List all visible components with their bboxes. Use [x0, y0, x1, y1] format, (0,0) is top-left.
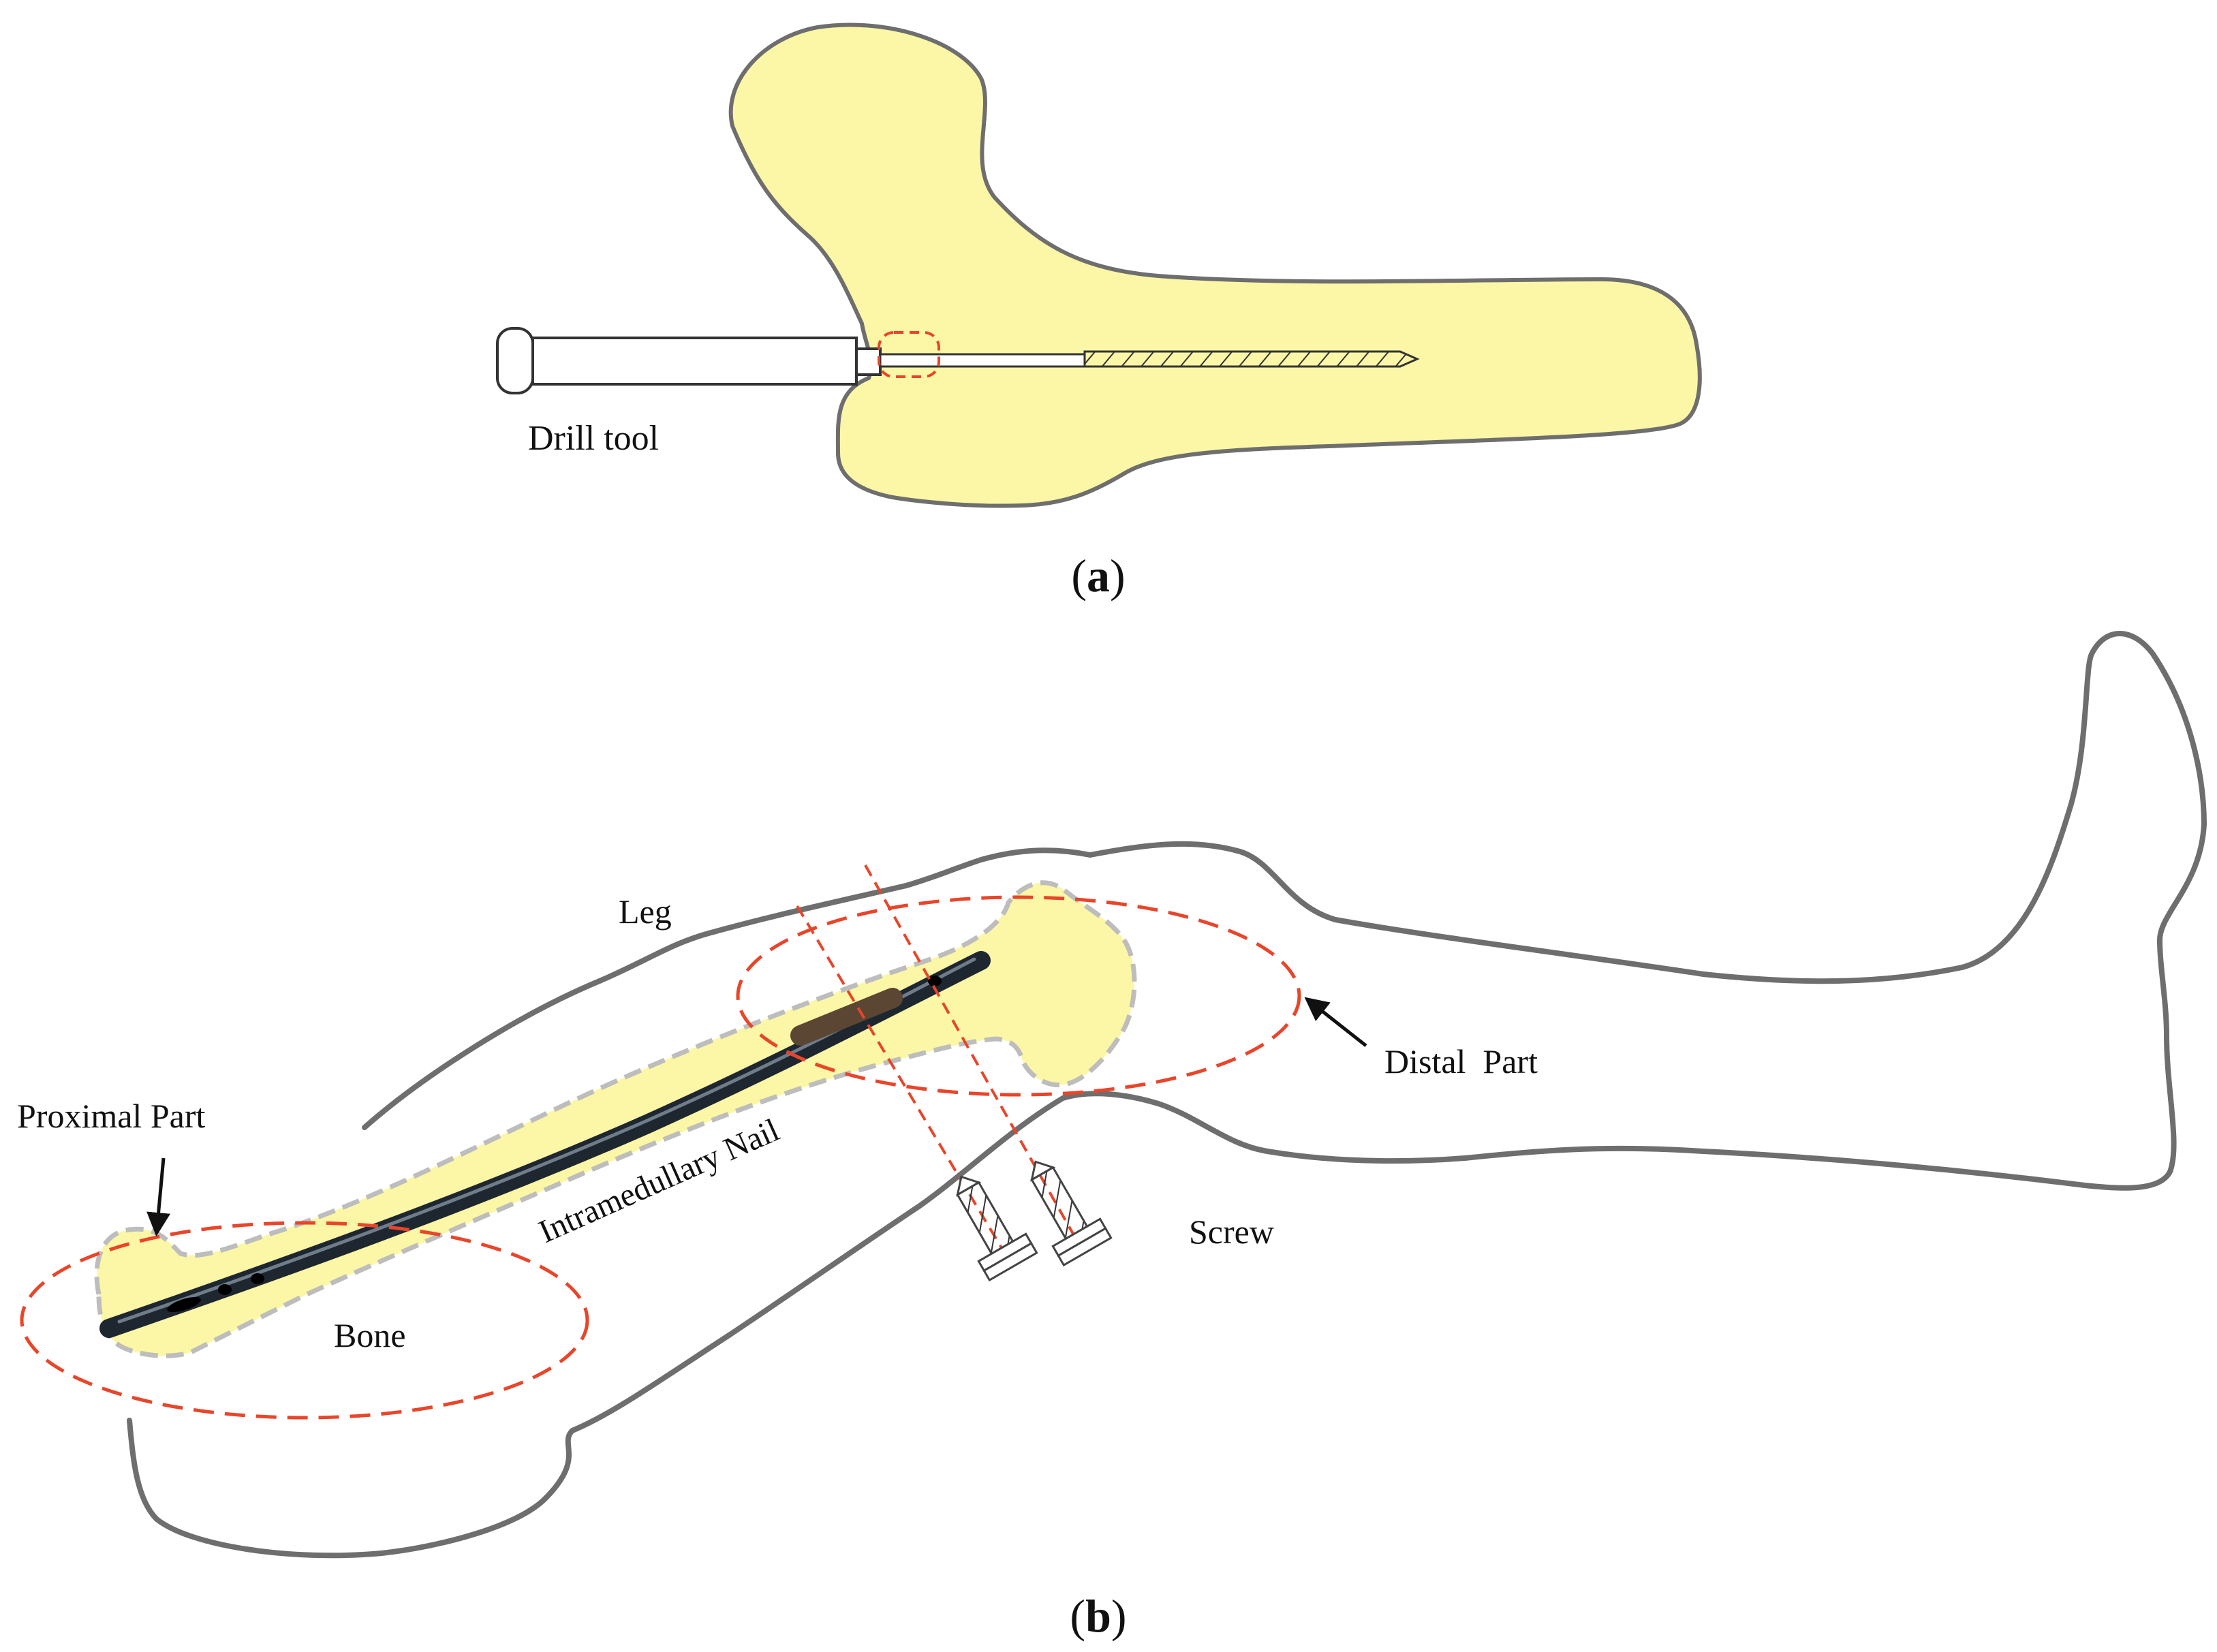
caption-a: (a) [1071, 550, 1125, 602]
nail-hole [167, 1296, 201, 1313]
distal-part-label: Distal Part [1384, 1042, 1538, 1080]
drill-shaft [879, 353, 1086, 368]
distal-part-arrow [1304, 997, 1367, 1047]
drill-tool-label: Drill tool [528, 419, 659, 458]
nail-hole [251, 1273, 264, 1284]
proximal-part-arrow [146, 1157, 171, 1236]
drill-bit-threaded [1083, 350, 1420, 368]
proximal-part-region [20, 1221, 589, 1420]
panel-b: Leg Distal Part Proximal Part Intramedul… [17, 631, 2207, 1642]
drill-handle-cap [496, 327, 534, 394]
bone-label: Bone [334, 1316, 406, 1354]
proximal-part-label: Proximal Part [17, 1097, 205, 1135]
screw-label: Screw [1189, 1213, 1274, 1251]
nail-hole [218, 1284, 232, 1295]
nail-distal-tip [790, 988, 903, 1046]
drill-body [531, 337, 858, 386]
leg-label: Leg [619, 892, 672, 931]
femur-bone-shape [728, 22, 1702, 508]
screw-2 [1030, 1160, 1113, 1267]
screw-1 [956, 1175, 1038, 1282]
distal-part-region [736, 895, 1301, 1097]
leg-outline-upper [127, 631, 2207, 1559]
panel-a: Drill tool (a) [496, 22, 1702, 602]
drill-neck [855, 347, 882, 376]
caption-b: (b) [1070, 1590, 1126, 1642]
nail-hole [928, 976, 942, 986]
